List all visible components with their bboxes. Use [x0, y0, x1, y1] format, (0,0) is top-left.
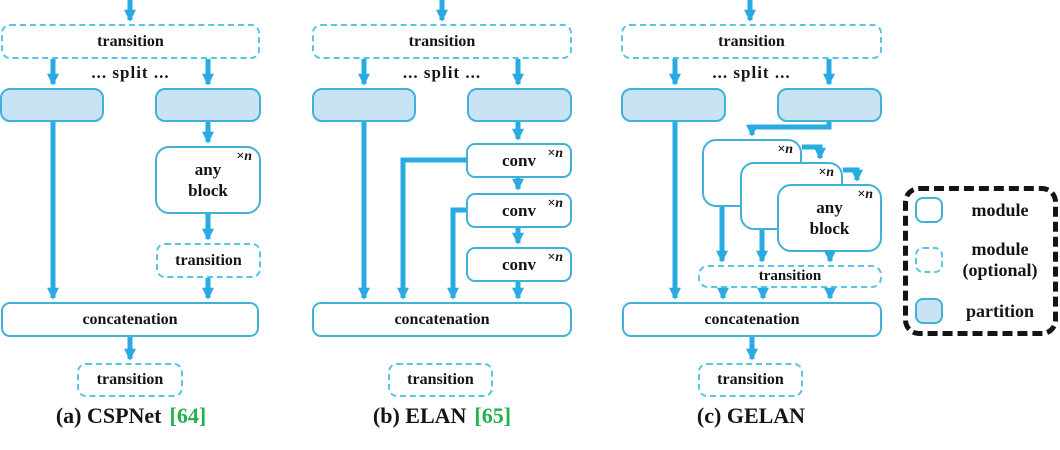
any-block-label: any block — [188, 160, 228, 200]
partition-swatch — [915, 298, 943, 324]
concatenation-label: concatenation — [82, 310, 178, 328]
times-n-label: ×n — [547, 250, 563, 265]
transition-box: transition — [312, 24, 572, 59]
transition-box: transition — [698, 363, 803, 397]
transition-box: transition — [698, 265, 882, 288]
split-label: ... split ... — [712, 63, 791, 82]
partition-box — [777, 88, 882, 122]
flow-arrow — [843, 167, 864, 182]
legend-label-partition: partition — [965, 300, 1034, 321]
transition-box: transition — [156, 243, 261, 278]
conv-box: conv ×n — [466, 193, 572, 228]
transition-label: transition — [717, 371, 784, 388]
times-n-label: ×n — [818, 165, 834, 180]
split-label: ... split ... — [402, 63, 482, 82]
conv-label: conv — [502, 255, 536, 274]
flow-arrow — [802, 144, 827, 160]
module-swatch — [915, 197, 943, 223]
conv-label: conv — [502, 201, 536, 220]
concatenation-label: concatenation — [394, 310, 490, 328]
transition-label: transition — [407, 371, 474, 388]
transition-label: transition — [718, 32, 785, 50]
panel-caption-cspnet: (a) CSPNet [64] — [55, 403, 207, 428]
partition-box — [0, 88, 104, 122]
concatenation-label: concatenation — [704, 310, 800, 328]
partition-box — [621, 88, 726, 122]
flow-arrow — [745, 122, 832, 137]
flow-arrow — [446, 207, 466, 300]
times-n-label: ×n — [236, 149, 252, 164]
times-n-label: ×n — [547, 146, 563, 161]
transition-box: transition — [388, 363, 493, 397]
any-block-label: any block — [809, 198, 850, 238]
times-n-label: ×n — [547, 196, 563, 211]
concatenation-box: concatenation — [1, 302, 259, 337]
transition-box: transition — [1, 24, 260, 59]
legend-label-module-optional: module (optional) — [962, 239, 1038, 280]
transition-label: transition — [175, 251, 242, 269]
transition-box: transition — [621, 24, 882, 59]
transition-label: transition — [96, 371, 164, 388]
conv-box: conv ×n — [466, 247, 572, 282]
citation-ref: [64] — [169, 403, 207, 428]
flow-arrow — [396, 157, 466, 300]
transition-label: transition — [97, 32, 164, 50]
concatenation-box: concatenation — [312, 302, 572, 337]
times-n-label: ×n — [857, 187, 873, 202]
conv-box: conv ×n — [466, 143, 572, 178]
times-n-label: ×n — [777, 142, 793, 157]
citation-ref: [65] — [474, 403, 512, 428]
partition-box — [312, 88, 416, 122]
module-optional-swatch — [915, 247, 943, 273]
conv-label: conv — [502, 151, 536, 170]
concatenation-box: concatenation — [622, 302, 882, 337]
transition-label: transition — [408, 32, 476, 50]
partition-box — [155, 88, 261, 122]
partition-box — [467, 88, 572, 122]
panel-caption-elan: (b) ELAN [65] — [372, 403, 512, 428]
legend-label-module: module — [971, 199, 1029, 220]
transition-box: transition — [77, 363, 183, 397]
any-block-box: ×n any block — [777, 184, 882, 252]
transition-label: transition — [758, 268, 822, 284]
split-label: ... split ... — [91, 63, 170, 82]
panel-caption-gelan: (c) GELAN — [696, 403, 806, 428]
any-block-box: ×n any block — [155, 146, 261, 214]
